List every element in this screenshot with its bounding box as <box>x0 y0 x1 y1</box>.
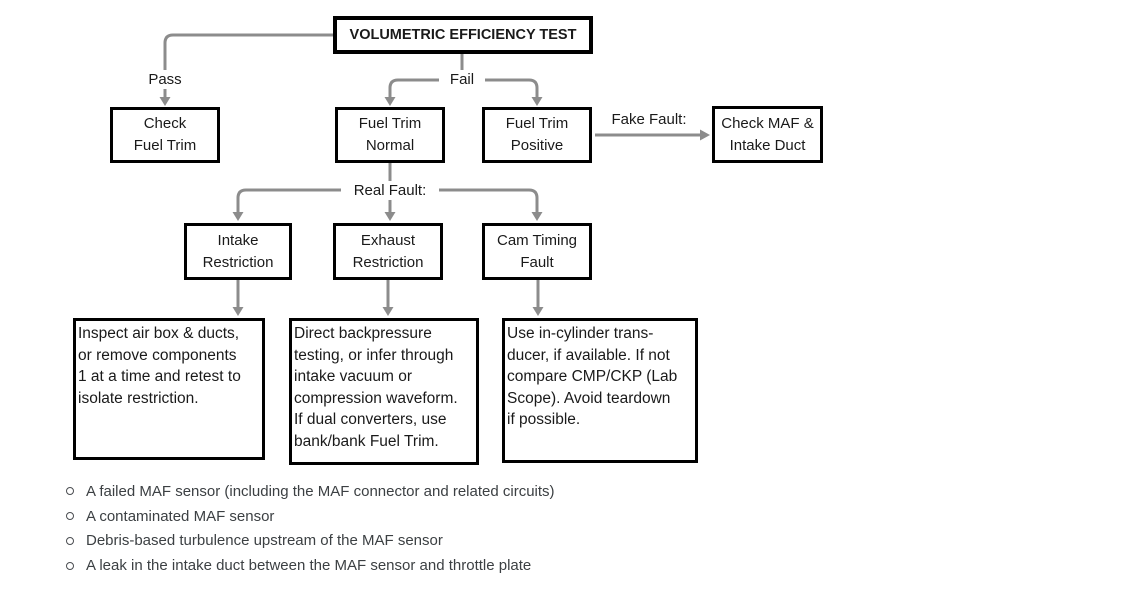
node-check-maf-intake-duct: Check MAF & Intake Duct <box>712 106 823 163</box>
list-item-text: A leak in the intake duct between the MA… <box>86 557 532 575</box>
circle-bullet-icon <box>66 487 74 496</box>
edge-label-real-fault: Real Fault: <box>341 181 439 200</box>
circle-bullet-icon <box>66 536 74 545</box>
arrowhead-pass <box>159 97 171 106</box>
node-exhaust-restriction: Exhaust Restriction <box>333 223 443 280</box>
node-exhaust-restriction-detail: Direct backpressure testing, or infer th… <box>289 318 479 465</box>
node-cam-timing-detail: Use in-cylinder trans- ducer, if availab… <box>502 318 698 463</box>
node-check-fuel-trim: Check Fuel Trim <box>110 107 220 163</box>
arrowhead-exhaust-detail <box>382 307 394 316</box>
list-item-text: A contaminated MAF sensor <box>86 507 275 525</box>
arrowhead-intake-detail <box>232 307 244 316</box>
arrowhead-fake-fault <box>700 129 710 141</box>
node-intake-restriction-detail: Inspect air box & ducts, or remove compo… <box>73 318 265 460</box>
list-item-text: Debris-based turbulence upstream of the … <box>86 532 443 550</box>
connector-pass <box>163 33 333 97</box>
list-item: A leak in the intake duct between the MA… <box>66 553 555 578</box>
list-item: A contaminated MAF sensor <box>66 504 555 529</box>
node-intake-restriction: Intake Restriction <box>184 223 292 280</box>
connector-fail-left <box>388 78 462 97</box>
edge-label-fake-fault: Fake Fault: <box>602 110 696 129</box>
edge-label-pass: Pass <box>142 70 188 89</box>
maf-causes-list: A failed MAF sensor (including the MAF c… <box>66 479 555 578</box>
circle-bullet-icon <box>66 561 74 570</box>
arrowhead-fail-left <box>384 97 396 106</box>
node-cam-timing-fault: Cam Timing Fault <box>482 223 592 280</box>
arrowhead-fail-right <box>531 97 543 106</box>
arrowhead-real-fault-left <box>232 212 244 221</box>
node-fuel-trim-positive: Fuel Trim Positive <box>482 107 592 163</box>
connector-fail-right <box>462 78 539 97</box>
arrowhead-cam-detail <box>532 307 544 316</box>
arrowhead-real-fault-center <box>384 212 396 221</box>
node-fuel-trim-normal: Fuel Trim Normal <box>335 107 445 163</box>
list-item: A failed MAF sensor (including the MAF c… <box>66 479 555 504</box>
edge-label-fail: Fail <box>439 70 485 89</box>
circle-bullet-icon <box>66 512 74 521</box>
arrowhead-real-fault-right <box>531 212 543 221</box>
node-volumetric-efficiency-test: VOLUMETRIC EFFICIENCY TEST <box>333 16 593 54</box>
list-item: Debris-based turbulence upstream of the … <box>66 529 555 554</box>
list-item-text: A failed MAF sensor (including the MAF c… <box>86 482 555 500</box>
